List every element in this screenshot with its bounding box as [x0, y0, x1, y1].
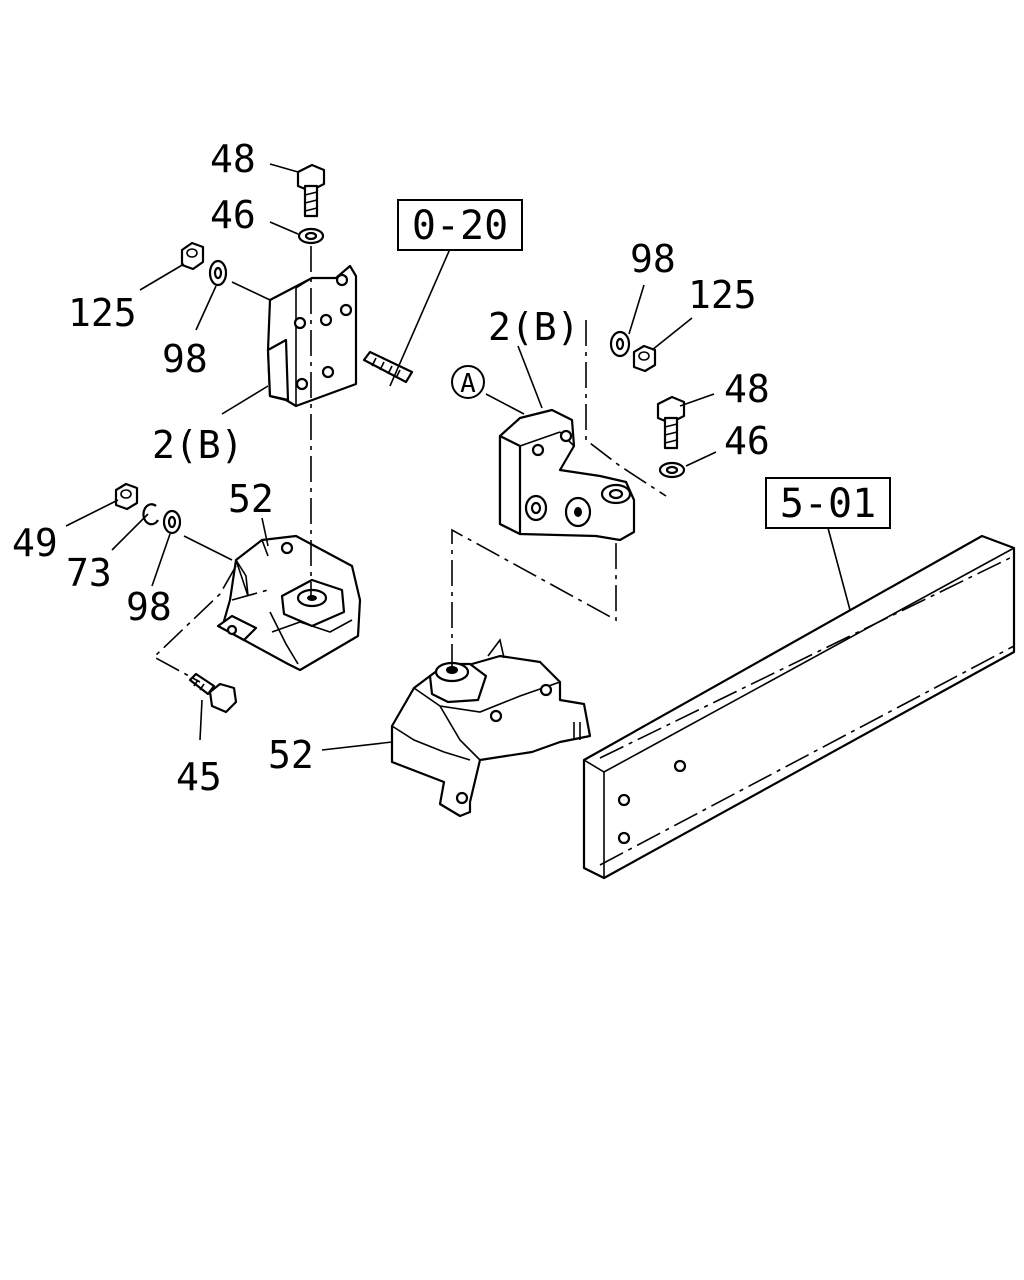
callout-46-top: 46	[210, 193, 256, 237]
bolt-45	[188, 672, 238, 714]
callout-98-right: 98	[630, 237, 676, 281]
washer-46-right	[658, 461, 686, 479]
washer-46-top	[297, 227, 325, 245]
callout-125-right: 125	[688, 273, 757, 317]
nut-125-left	[180, 241, 205, 271]
reference-box-0-20: 0-20	[397, 199, 523, 251]
circle-a-label: A	[460, 369, 476, 399]
callout-73: 73	[66, 551, 112, 595]
callout-2b-right: 2(B)	[488, 305, 580, 349]
frame-rail-5-01	[582, 534, 1016, 880]
stud-0-20	[362, 350, 414, 384]
bolt-48-top	[296, 163, 326, 218]
washer-98-lower	[162, 509, 182, 535]
assembly-center-lines	[152, 246, 667, 683]
bolt-48-right	[656, 395, 686, 450]
callout-49: 49	[12, 521, 58, 565]
bracket-2b-left	[266, 264, 358, 408]
callout-98-lower: 98	[126, 585, 172, 629]
callout-48-top: 48	[210, 137, 256, 181]
mount-52-left	[216, 534, 362, 672]
lock-washer-73	[142, 503, 159, 526]
mount-52-lower	[390, 638, 592, 818]
callout-125-left: 125	[68, 291, 137, 335]
callout-45: 45	[176, 755, 222, 799]
callout-52-lower: 52	[268, 733, 314, 777]
bracket-2b-right	[498, 408, 636, 542]
leader-lines	[65, 163, 851, 751]
reference-0-20-label: 0-20	[412, 203, 508, 249]
washer-98-right	[609, 330, 631, 358]
callout-98-left: 98	[162, 337, 208, 381]
washer-98-left	[208, 259, 228, 287]
nut-125-right	[632, 344, 657, 373]
nut-49	[114, 482, 139, 511]
reference-5-01-label: 5-01	[780, 481, 876, 527]
callout-46-right: 46	[724, 419, 770, 463]
circle-a-marker: A	[451, 365, 485, 399]
callout-2b-left: 2(B)	[152, 423, 244, 467]
callout-52-left: 52	[228, 477, 274, 521]
callout-48-right: 48	[724, 367, 770, 411]
reference-box-5-01: 5-01	[765, 477, 891, 529]
